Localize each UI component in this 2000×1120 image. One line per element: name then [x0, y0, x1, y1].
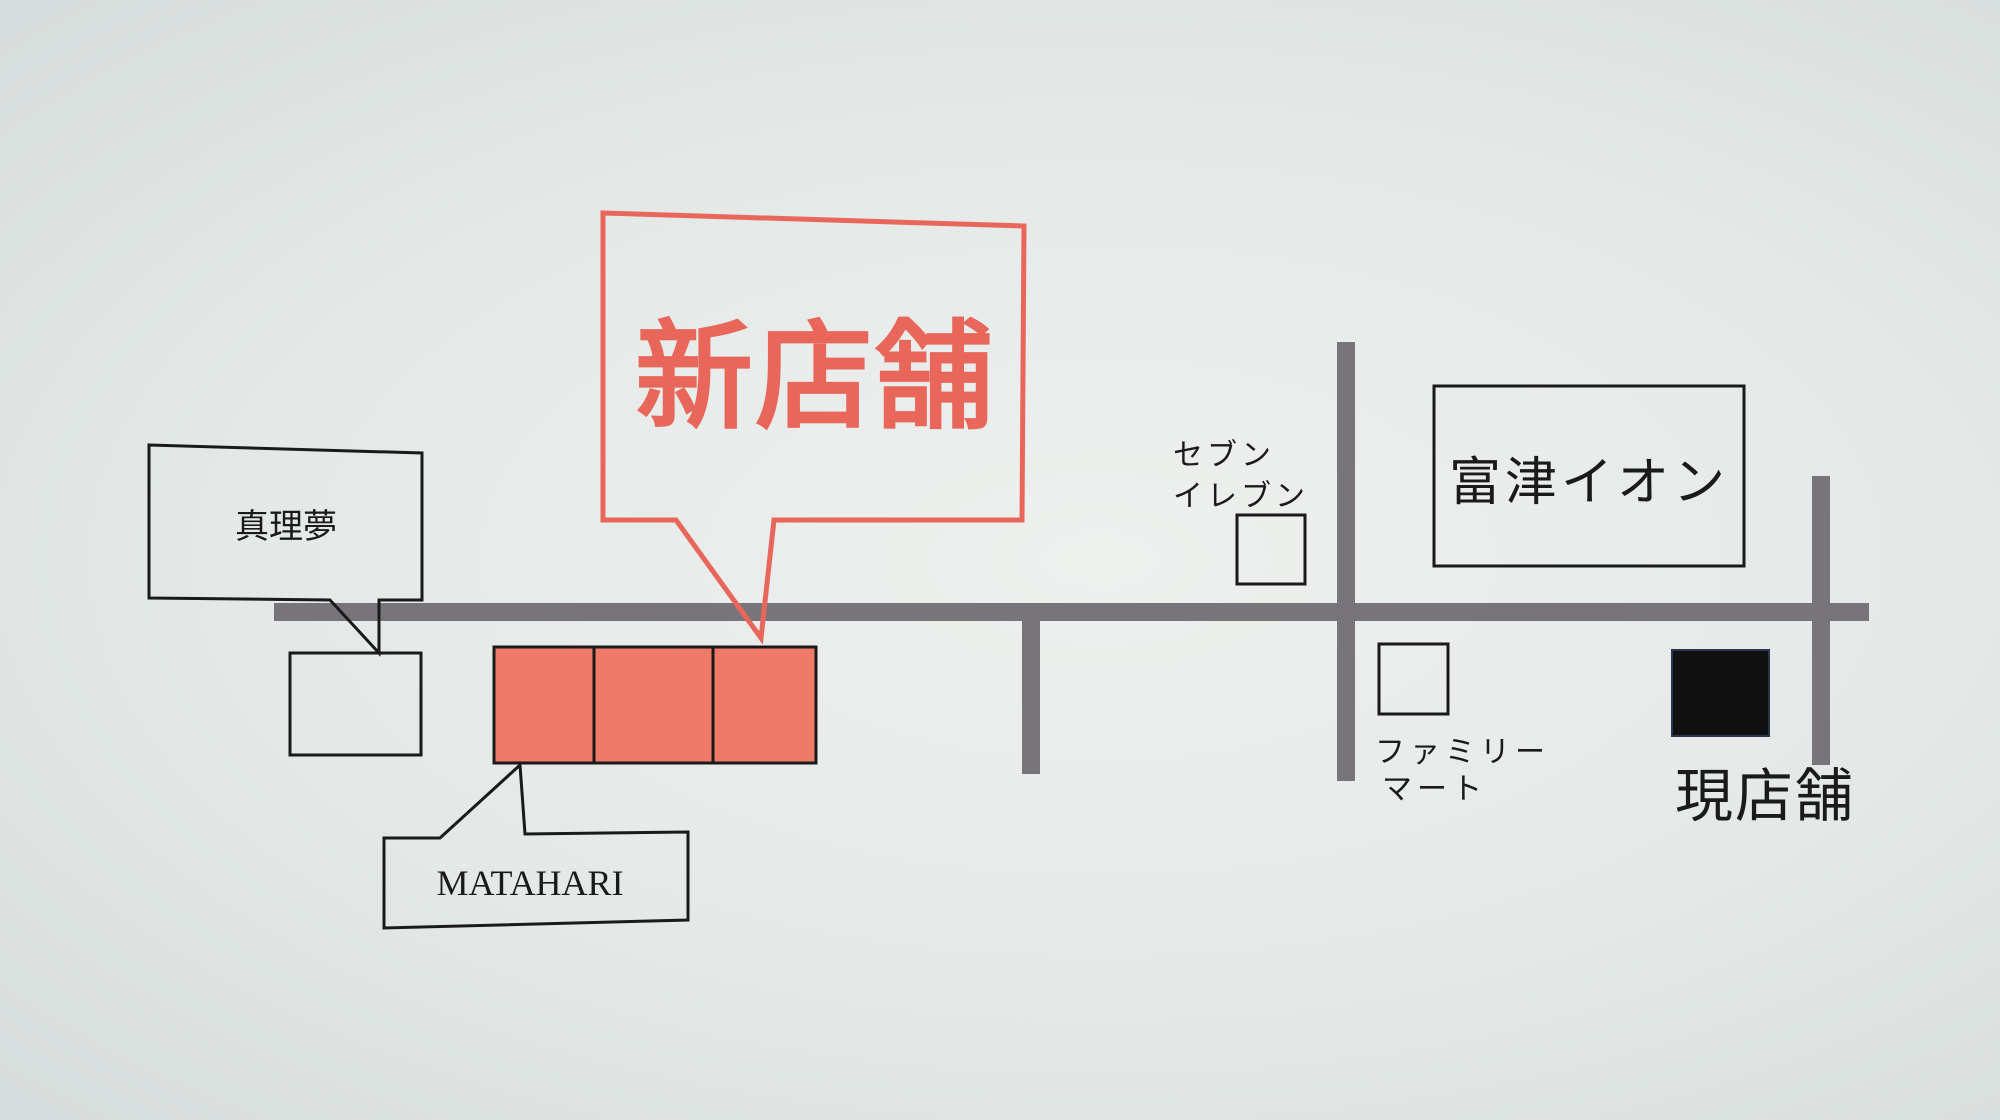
main-road [274, 603, 1869, 621]
current-store-label: 現店舗 [1675, 762, 1855, 830]
seven-eleven-building [1235, 513, 1307, 586]
new-store-label: 新店舗 [635, 308, 995, 446]
new-store-building [492, 645, 818, 765]
aeon-label: 富津イオン [1449, 453, 1729, 513]
marimu-callout [147, 443, 424, 757]
matahari-label: MATAHARI [436, 863, 623, 903]
family-mart-label-line2: マート [1382, 772, 1487, 807]
new-store-callout: 新店舗 [600, 210, 1027, 645]
roads [274, 342, 1869, 781]
current-store-building [1671, 649, 1770, 737]
marimu-label: 真理夢 [235, 507, 337, 547]
side-road-3 [1812, 476, 1830, 765]
side-road-1 [1022, 612, 1040, 774]
seven-eleven-label-line1: セブン [1173, 438, 1275, 473]
seven-eleven-label-line2: イレブン [1173, 479, 1309, 514]
marimu-building [288, 651, 423, 757]
family-mart-building [1377, 642, 1450, 716]
aeon-building [1432, 384, 1746, 568]
side-road-2 [1337, 342, 1355, 781]
matahari-callout [382, 761, 690, 930]
family-mart-label-line1: ファミリー [1375, 735, 1550, 770]
